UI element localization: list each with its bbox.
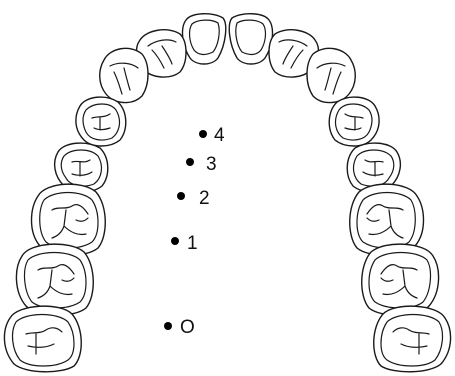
- tooth-right-second-molar: [362, 244, 439, 315]
- tooth-left-central-incisor: [183, 14, 226, 64]
- point-3: 3: [186, 154, 217, 175]
- tooth-left-third-molar: [4, 306, 81, 372]
- tooth-right-third-molar: [374, 306, 451, 372]
- point-1-marker: [171, 237, 179, 245]
- point-o-label: O: [180, 317, 195, 338]
- point-4-marker: [199, 130, 207, 138]
- point-1-label: 1: [187, 233, 198, 254]
- teeth-right: [229, 14, 450, 372]
- point-o-marker: [164, 322, 172, 330]
- point-2: 2: [177, 188, 210, 209]
- point-1: 1: [171, 233, 198, 254]
- point-2-marker: [177, 192, 185, 200]
- tooth-left-second-molar: [16, 244, 93, 315]
- point-4: 4: [199, 125, 225, 146]
- point-2-label: 2: [199, 188, 210, 209]
- tooth-right-central-incisor: [229, 14, 272, 64]
- point-4-label: 4: [214, 125, 225, 146]
- point-3-label: 3: [206, 154, 217, 175]
- point-3-marker: [186, 158, 194, 166]
- tooth-right-first-premolar: [329, 97, 379, 146]
- tooth-left-first-premolar: [76, 97, 126, 146]
- tooth-left-canine: [100, 48, 148, 102]
- tooth-right-canine: [307, 48, 355, 102]
- point-o: O: [164, 317, 195, 338]
- reference-points: 4 3 2 1 O: [164, 125, 225, 338]
